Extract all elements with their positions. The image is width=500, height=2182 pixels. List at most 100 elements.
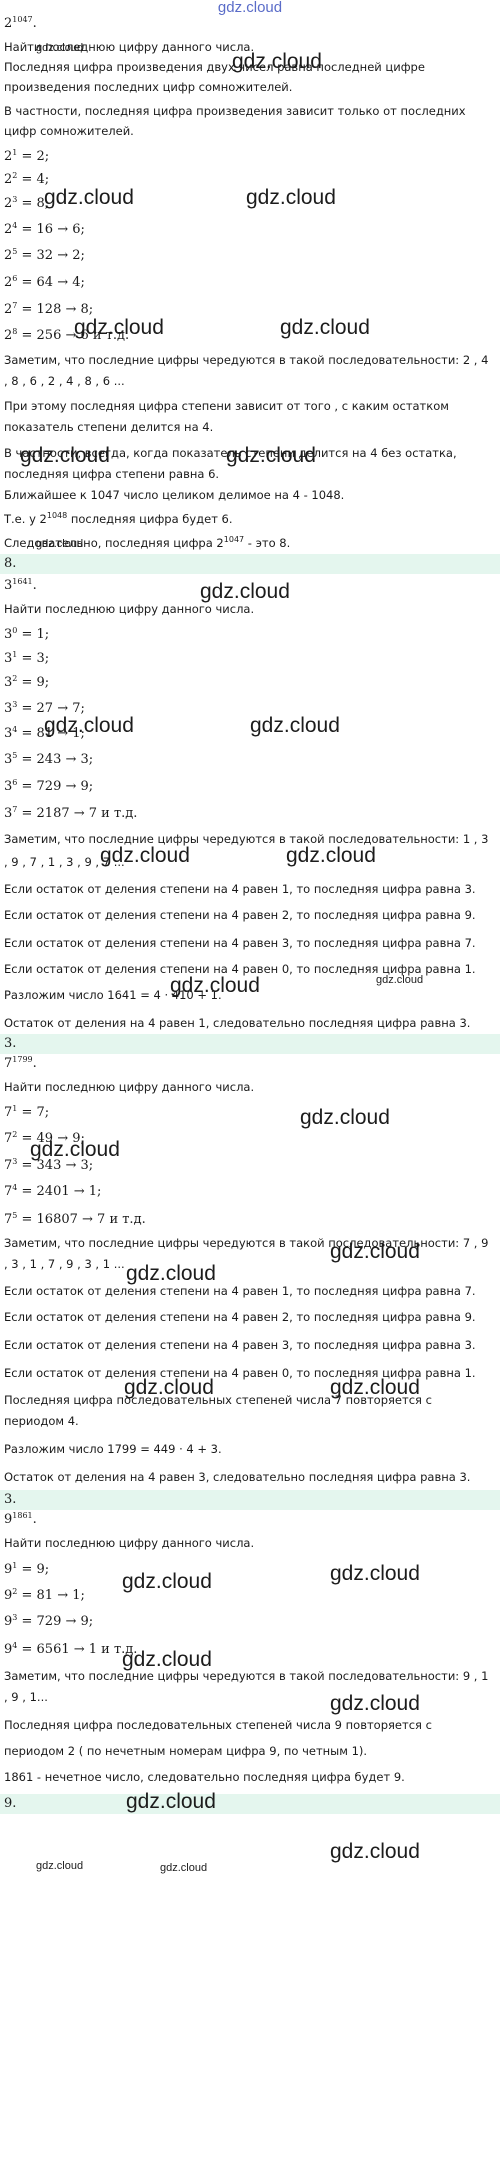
solution-line: последняя цифра степени равна 6. (4, 467, 496, 482)
line-text: , 8 , 6 , 2 , 4 , 8 , 6 ... (4, 374, 125, 388)
line-text: последняя цифра степени равна 6. (4, 467, 220, 481)
power-result: = 8; (17, 196, 50, 211)
line-text: Заметим, что последние цифры чередуются … (4, 832, 489, 846)
solution-line: цифр сомножителей. (4, 124, 496, 139)
line-text: показатель степени делится на 4. (4, 420, 214, 434)
solution-line: Найти последнюю цифру данного числа. (4, 1536, 496, 1551)
solution-line: Если остаток от деления степени на 4 рав… (4, 1310, 496, 1325)
answer-value: 9. (4, 1796, 17, 1811)
power-step: 73 = 343 → 3; (4, 1158, 496, 1173)
line-text: периодом 4. (4, 1414, 79, 1428)
line-text: Если остаток от деления степени на 4 рав… (4, 936, 476, 950)
solution-line: Заметим, что последние цифры чередуются … (4, 1669, 496, 1684)
header-punct: . (32, 578, 37, 593)
answer-bar: 8. (0, 554, 500, 574)
power-step: 32 = 9; (4, 675, 496, 690)
solution-line: произведения последних цифр сомножителей… (4, 80, 496, 95)
task-header: 31641. (4, 578, 496, 593)
power-result: = 2; (17, 149, 50, 164)
power-step: 31 = 3; (4, 651, 496, 666)
solution-line: периодом 4. (4, 1414, 496, 1429)
solution-line: Заметим, что последние цифры чередуются … (4, 353, 496, 368)
power-result: = 343 → 3; (17, 1158, 94, 1173)
line-text: Ближайшее к 1047 число целиком делимое н… (4, 488, 345, 502)
line-text: 1861 - нечетное число, следовательно пос… (4, 1770, 405, 1784)
power-base: 2 (4, 196, 13, 211)
power-exponent: 3 (12, 196, 18, 204)
line-text: Разложим число 1799 = 449 · 4 + 3. (4, 1442, 222, 1456)
power-step: 91 = 9; (4, 1562, 496, 1577)
power-exponent: 5 (12, 248, 18, 256)
power-result: = 3; (17, 651, 50, 666)
task-header: 21047. (4, 16, 496, 31)
solution-line: Если остаток от деления степени на 4 рав… (4, 962, 496, 977)
solution-line: , 3 , 1 , 7 , 9 , 3 , 1 ... (4, 1257, 496, 1272)
power-exponent: 5 (12, 1212, 18, 1220)
power-result: = 81 → 1; (17, 1588, 85, 1603)
power-base: 2 (4, 16, 13, 31)
solution-line: периодом 2 ( по нечетным номерам цифра 9… (4, 1744, 496, 1759)
power-result: = 4; (17, 172, 50, 187)
power-base: 9 (4, 1614, 13, 1629)
power-exponent: 3 (12, 1158, 18, 1166)
line-text: Следовательно, последняя цифра 2 (4, 536, 224, 550)
solution-line: Разложим число 1641 = 4 · 410 + 1. (4, 988, 496, 1003)
power-result: = 256 → 6 и т.д. (17, 328, 130, 343)
power-step: 94 = 6561 → 1 и т.д. (4, 1642, 496, 1657)
power-result: = 729 → 9; (17, 779, 94, 794)
solution-line: В частности, последняя цифра произведени… (4, 104, 496, 119)
power-result: = 243 → 3; (17, 752, 94, 767)
answer-bar: 9. (0, 1794, 500, 1814)
power-step: 92 = 81 → 1; (4, 1588, 496, 1603)
solution-line: Найти последнюю цифру данного числа. (4, 602, 496, 617)
power-step: 72 = 49 → 9; (4, 1131, 496, 1146)
solution-line: Если остаток от деления степени на 4 рав… (4, 1284, 496, 1299)
power-exponent: 7 (12, 302, 18, 310)
solution-line: Заметим, что последние цифры чередуются … (4, 832, 496, 847)
power-exponent: 1048 (46, 512, 68, 520)
power-result: = 2187 → 7 и т.д. (17, 806, 138, 821)
line-text: периодом 2 ( по нечетным номерам цифра 9… (4, 1744, 368, 1758)
site-title[interactable]: gdz.cloud (217, 0, 283, 16)
line-text: Если остаток от деления степени на 4 рав… (4, 1284, 476, 1298)
power-base: 3 (4, 651, 13, 666)
solution-line: показатель степени делится на 4. (4, 420, 496, 435)
line-text: Если остаток от деления степени на 4 рав… (4, 908, 476, 922)
line-text: Последняя цифра произведения двух чисел … (4, 60, 425, 74)
solution-line: Заметим, что последние цифры чередуются … (4, 1236, 496, 1251)
power-result: = 6561 → 1 и т.д. (17, 1642, 138, 1657)
power-exponent: 1 (12, 651, 18, 659)
power-base: 2 (4, 222, 13, 237)
line-text: цифр сомножителей. (4, 124, 134, 138)
power-step: 75 = 16807 → 7 и т.д. (4, 1212, 496, 1227)
power-base: 2 (4, 149, 13, 164)
power-base: 7 (4, 1212, 13, 1227)
power-base: 9 (4, 1588, 13, 1603)
line-text: Найти последнюю цифру данного числа. (4, 602, 255, 616)
solution-line: 1861 - нечетное число, следовательно пос… (4, 1770, 496, 1785)
power-exponent: 0 (12, 627, 18, 635)
line-text: Найти последнюю цифру данного числа. (4, 1080, 255, 1094)
line-text: , 9 , 7 , 1 , 3 , 9 , 7 ... (4, 855, 125, 869)
line-text: Заметим, что последние цифры чередуются … (4, 353, 489, 367)
line-text: Если остаток от деления степени на 4 рав… (4, 1338, 476, 1352)
power-exponent: 1 (12, 1562, 18, 1570)
power-step: 25 = 32 → 2; (4, 248, 496, 263)
power-exponent: 2 (12, 1588, 18, 1596)
solution-line: При этому последняя цифра степени зависи… (4, 399, 496, 414)
power-exponent: 5 (12, 752, 18, 760)
line-text: Заметим, что последние цифры чередуются … (4, 1669, 489, 1683)
solution-line: Найти последнюю цифру данного числа. (4, 1080, 496, 1095)
solution-line: , 9 , 7 , 1 , 3 , 9 , 7 ... (4, 855, 496, 870)
power-result: = 128 → 8; (17, 302, 94, 317)
power-base: 3 (4, 752, 13, 767)
solution-line: Если остаток от деления степени на 4 рав… (4, 908, 496, 923)
line-text: Разложим число 1641 = 4 · 410 + 1. (4, 988, 222, 1002)
power-result: = 9; (17, 675, 50, 690)
power-exponent: 7 (12, 806, 18, 814)
power-result: = 27 → 7; (17, 701, 85, 716)
power-step: 93 = 729 → 9; (4, 1614, 496, 1629)
power-result: = 2401 → 1; (17, 1184, 102, 1199)
solution-line: , 9 , 1... (4, 1690, 496, 1705)
